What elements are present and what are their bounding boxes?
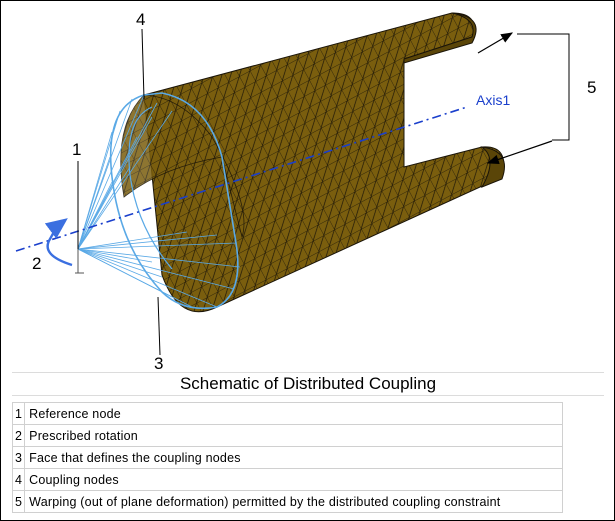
legend-number: 1 [11, 402, 26, 425]
legend-row: 5 Warping (out of plane deformation) per… [11, 490, 563, 513]
label-1: 1 [72, 140, 81, 159]
warping-arrow-lower [486, 140, 553, 165]
legend-row: 3 Face that defines the coupling nodes [11, 446, 563, 469]
axis-line [15, 106, 468, 252]
legend-text: Prescribed rotation [24, 424, 563, 447]
legend-text: Face that defines the coupling nodes [24, 446, 563, 469]
legend-number: 3 [11, 446, 26, 469]
legend-row: 2 Prescribed rotation [11, 424, 563, 447]
distributed-coupling-diagram: 4 1 2 3 5 Axis1 [12, 7, 604, 371]
legend-text: Warping (out of plane deformation) permi… [24, 490, 563, 513]
legend-row: 1 Reference node [11, 402, 563, 425]
legend-text: Reference node [24, 402, 563, 425]
figure-caption: Schematic of Distributed Coupling [12, 372, 604, 396]
legend-table: 1 Reference node 2 Prescribed rotation 3… [11, 402, 563, 513]
label-3: 3 [154, 354, 163, 371]
legend-number: 4 [11, 468, 26, 491]
rotation-arrow [44, 218, 73, 267]
axis-label: Axis1 [476, 92, 510, 108]
legend-row: 4 Coupling nodes [11, 468, 563, 491]
label-4: 4 [136, 10, 145, 29]
reference-node-marker [75, 249, 84, 274]
slot-upper-face [403, 12, 477, 64]
label-5: 5 [587, 78, 596, 97]
coupling-lines [77, 94, 241, 308]
legend-number: 2 [11, 424, 26, 447]
legend-number: 5 [11, 490, 26, 513]
warping-bracket [517, 33, 570, 141]
leader-3 [157, 296, 161, 356]
coupling-face-inner-rim [128, 106, 173, 270]
warping-arrow-upper [477, 32, 514, 54]
leader-4 [141, 28, 145, 100]
legend-text: Coupling nodes [24, 468, 563, 491]
label-2: 2 [32, 254, 41, 273]
